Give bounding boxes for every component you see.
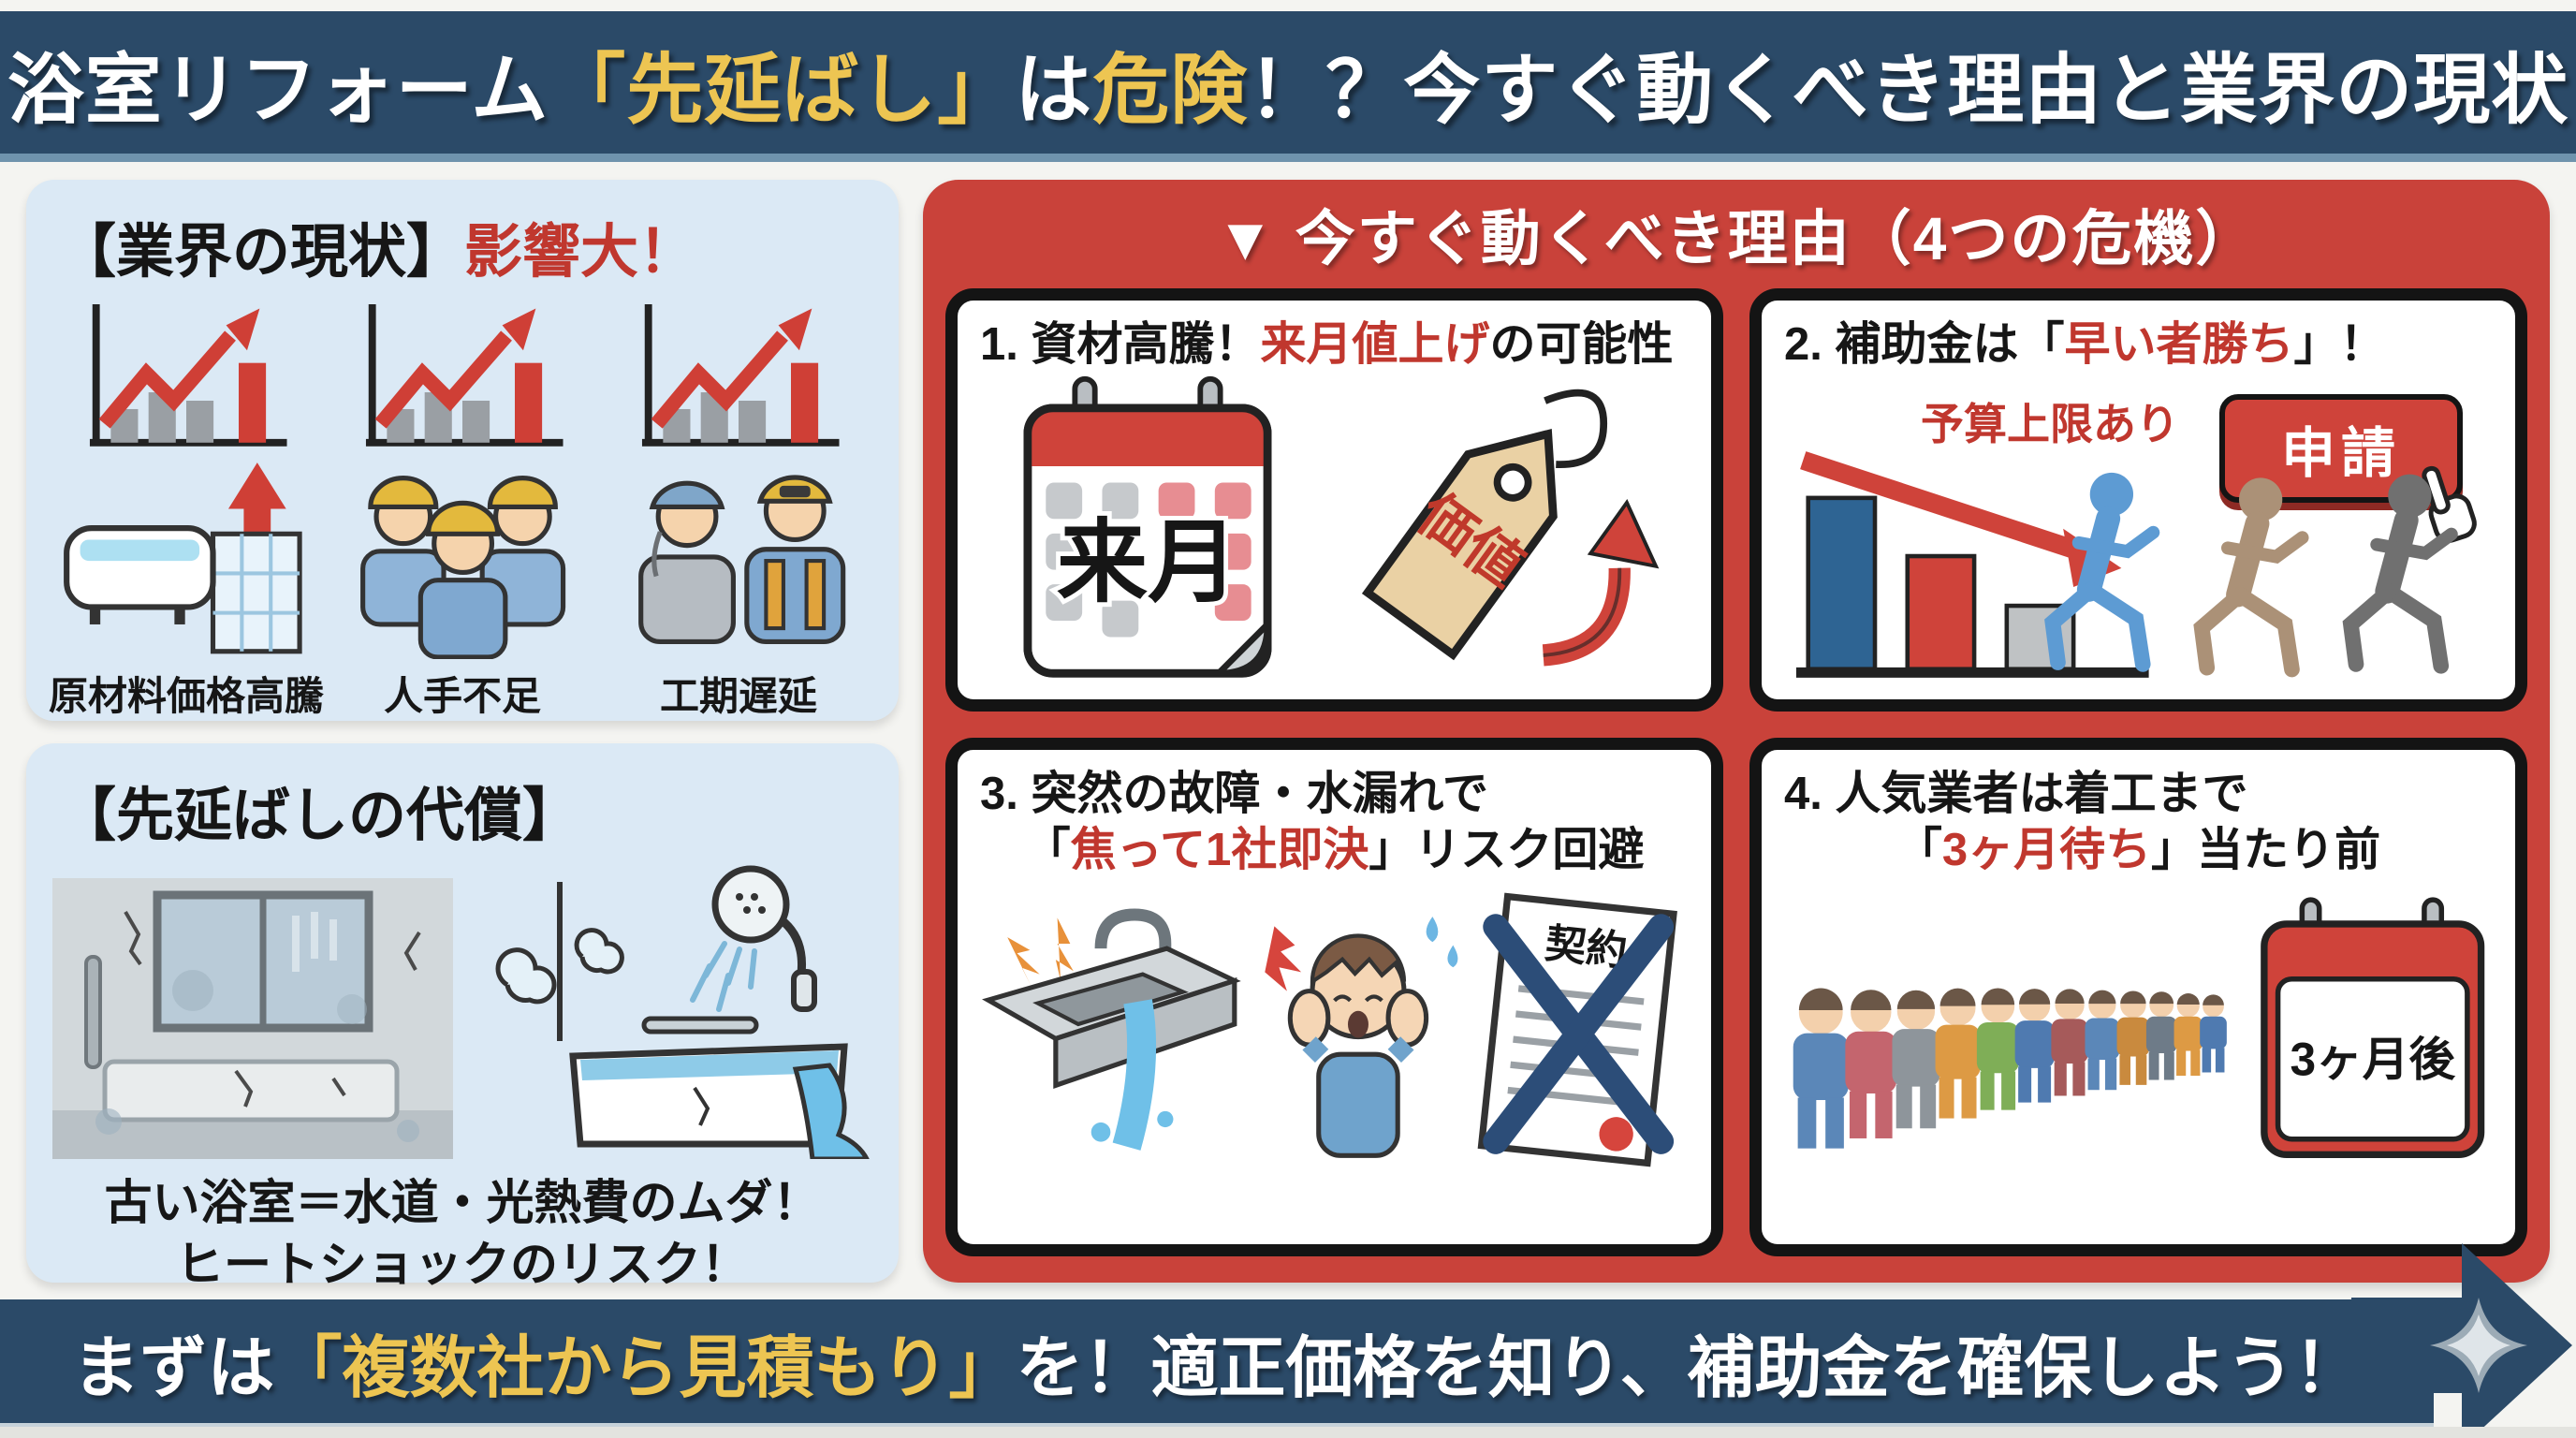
industry-subheading-text: 影響大！	[464, 220, 697, 285]
cost-heading: 【先延ばしの代償】	[58, 784, 581, 848]
card-2-title: 2. 補助金は「早い者勝ち」！	[1784, 317, 2493, 374]
industry-item-label: 工期遅延	[659, 674, 817, 718]
three-workers-icon	[360, 476, 566, 659]
card-2-title-suffix: 」！	[2293, 319, 2386, 370]
rising-chart-icon	[365, 303, 564, 447]
industry-item-labor: 人手不足	[327, 296, 598, 722]
hand-cursor-icon	[2422, 465, 2477, 543]
card-4-title: 4. 人気業者は着工まで 「3ヶ月待ち」当たり前	[1784, 767, 2493, 879]
next-month-calendar-icon: 来月	[1023, 375, 1272, 678]
reasons-panel: ▼ 今すぐ動くべき理由（4つの危機） 1. 資材高騰！来月値上げの可能性	[923, 180, 2550, 1283]
card-4-content: 3ヶ月後	[1784, 879, 2493, 1181]
reason-card-1: 1. 資材高騰！来月値上げの可能性	[945, 288, 1723, 712]
card-3-title-line2: 「焦って1社即決」リスク回避	[1024, 824, 1645, 875]
industry-item-delay: 工期遅延	[603, 296, 874, 722]
cost-line2: ヒートショックのリスク！	[175, 1238, 749, 1292]
running-people-icon	[2044, 472, 2458, 678]
cost-line1: 古い浴室＝水道・光熱費のムダ！	[104, 1176, 821, 1229]
bottom-banner: まずは「複数社から見積もり」を！適正価格を知り、補助金を確保しよう！	[0, 1299, 2434, 1430]
industry-item-label: 原材料価格高騰	[49, 674, 325, 718]
industry-heading-text: 【業界の現状】	[58, 220, 465, 285]
reason-card-3: 3. 突然の故障・水漏れで 「焦って1社即決」リスク回避	[945, 738, 1723, 1256]
two-workers-icon	[638, 475, 846, 645]
leaking-bathtub-shower-illustration	[495, 865, 870, 1159]
title-part: ！？今すぐ動くべき理由と業界の現状	[1248, 47, 2569, 133]
budget-cap-note: 予算上限あり	[1921, 400, 2179, 448]
procrastination-cost-box: 【先延ばしの代償】	[26, 743, 899, 1291]
broken-sink-leak-icon	[982, 908, 1241, 1151]
old-bathroom-illustration	[52, 878, 453, 1159]
reasons-heading: ▼ 今すぐ動くべき理由（4つの危機）	[1215, 205, 2258, 272]
card-4-title-line1: 4. 人気業者は着工まで	[1784, 769, 2248, 819]
card-1-title-suffix: の可能性	[1489, 319, 1674, 370]
industry-heading: 【業界の現状】影響大！	[58, 204, 899, 288]
industry-grid: 原材料価格高騰	[26, 296, 899, 722]
reason-card-2: 2. 補助金は「早い者勝ち」！ 予算上限あり 申請	[1749, 288, 2527, 712]
title-highlight: 危険	[1092, 47, 1249, 133]
reason-cards: 1. 資材高騰！来月値上げの可能性	[923, 288, 2550, 1283]
cost-illustrations	[26, 861, 899, 1159]
industry-item-materials: 原材料価格高騰	[49, 296, 325, 722]
title-part: 浴室リフォーム	[7, 47, 549, 133]
footer-part: を！適正価格を知り、補助金を確保しよう！	[1016, 1330, 2362, 1406]
reason-card-4: 4. 人気業者は着工まで 「3ヶ月待ち」当たり前	[1749, 738, 2527, 1256]
cost-text: 古い浴室＝水道・光熱費のムダ！ ヒートショックのリスク！	[26, 1172, 899, 1297]
page-title: 浴室リフォーム「先延ばし」は危険！？今すぐ動くべき理由と業界の現状	[7, 27, 2569, 139]
rising-chart-icon	[641, 303, 840, 447]
rising-chart-icon	[89, 303, 287, 447]
arrow-right-icon	[2351, 1243, 2572, 1438]
footer-message: まずは「複数社から見積もり」を！適正価格を知り、補助金を確保しよう！	[72, 1313, 2361, 1411]
title-part: は	[1015, 47, 1093, 133]
bottom-strip	[0, 1427, 2576, 1438]
rejected-contract-icon: 契約	[1478, 892, 1678, 1167]
card-2-title-prefix: 2. 補助金は「	[1784, 319, 2065, 370]
card-2-title-red: 早い者勝ち	[2064, 319, 2294, 370]
card-4-title-line2: 「3ヶ月待ち」当たり前	[1895, 824, 2381, 875]
declining-budget-chart-icon	[1795, 451, 2149, 678]
card-3-title-line1: 3. 突然の故障・水漏れで	[980, 769, 1489, 819]
card-1-title-prefix: 1. 資材高騰！	[980, 319, 1261, 370]
card-3-content: 契約	[980, 879, 1689, 1181]
top-banner: 浴室リフォーム「先延ばし」は危険！？今すぐ動くべき理由と業界の現状	[0, 11, 2576, 162]
footer-highlight: 「複数社から見積もり」	[274, 1330, 1017, 1406]
bathtub-materials-icon	[64, 462, 302, 654]
calendar-month-label: 来月	[1057, 511, 1238, 613]
sparkle-inner-icon	[2447, 1314, 2510, 1376]
title-highlight: 「先延ばし」	[549, 47, 1016, 133]
calendar-wait-label: 3ヶ月後	[2290, 1033, 2455, 1085]
industry-item-label: 人手不足	[383, 674, 541, 718]
price-tag-up-icon: 価値	[1361, 389, 1660, 667]
three-months-calendar-icon: 3ヶ月後	[2260, 896, 2484, 1158]
footer-part: まずは	[72, 1330, 275, 1406]
card-1-title-red: 来月値上げ	[1260, 319, 1490, 370]
waiting-queue-icon	[1793, 987, 2227, 1149]
card-3-title: 3. 突然の故障・水漏れで 「焦って1社即決」リスク回避	[980, 767, 1689, 879]
panicked-person-icon	[1265, 916, 1458, 1158]
industry-status-box: 【業界の現状】影響大！	[26, 180, 899, 721]
card-1-title: 1. 資材高騰！来月値上げの可能性	[980, 317, 1689, 374]
card-1-content: 来月 価値	[980, 374, 1689, 682]
